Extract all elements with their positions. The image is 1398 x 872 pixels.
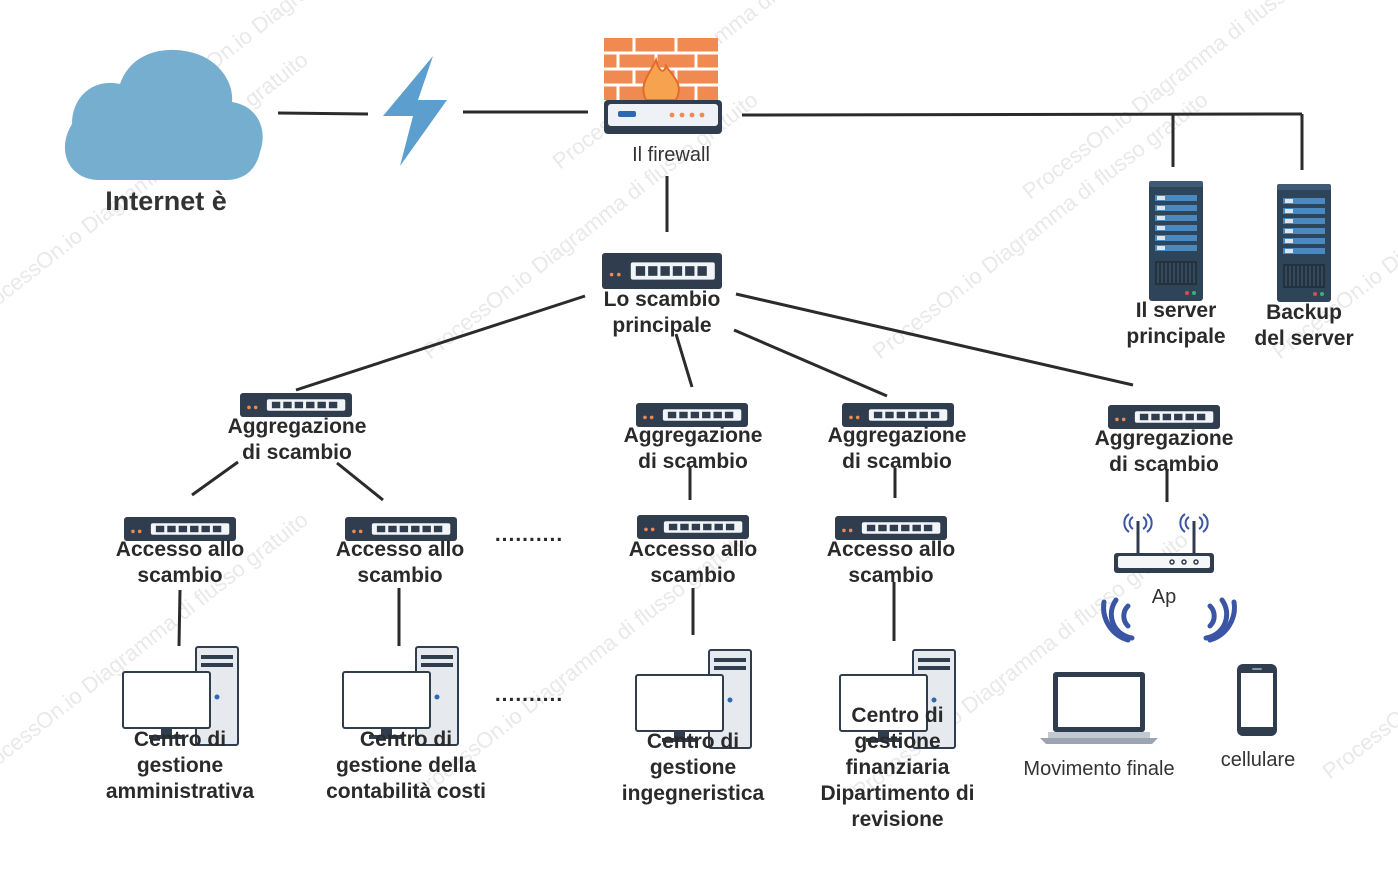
desktop-computer-icon-1	[122, 646, 239, 746]
link-core-agg1	[295, 294, 586, 392]
laptop-icon	[1040, 672, 1158, 744]
internet-label: Internet è	[105, 186, 227, 216]
aggregation-switch-icon-2	[636, 403, 748, 427]
desktop-computer-icon-3	[635, 649, 752, 749]
link-internet-lightning	[277, 111, 369, 116]
desktop-computer-icon-4	[839, 649, 956, 749]
link-core-agg3	[733, 328, 888, 398]
link-firewall-servers	[741, 112, 1303, 117]
aggregation-switch-icon-4	[1108, 405, 1220, 429]
desktop-computer-icon-2	[342, 646, 459, 746]
access-switch-icon-1	[124, 517, 236, 541]
phone-label: cellulare	[1220, 749, 1296, 771]
access-switch-icon-3	[637, 515, 749, 539]
firewall-icon	[604, 38, 722, 134]
ellipsis-more-centers: ..........	[494, 683, 564, 706]
backup-server-icon	[1277, 184, 1331, 302]
access-switch-icon-2	[345, 517, 457, 541]
ap-label: Ap	[1151, 586, 1177, 608]
link-core-agg4	[735, 292, 1134, 387]
access-point-icon	[1114, 513, 1214, 573]
connectors	[177, 110, 1304, 647]
wifi-signal-right-icon	[1203, 597, 1237, 643]
firewall-label: Il firewall	[632, 144, 710, 166]
wifi-signal-left-icon	[1101, 597, 1135, 643]
lightning-icon	[383, 56, 447, 166]
link-agg1-acc2	[336, 461, 384, 502]
laptop-label: Movimento finale	[1023, 758, 1175, 780]
link-core-agg2	[674, 333, 694, 388]
core-switch-icon	[602, 253, 722, 289]
access-switch-icon-4	[835, 516, 947, 540]
link-agg1-acc1	[191, 460, 239, 497]
ellipsis-more-access: ..........	[494, 523, 564, 546]
main-server-icon	[1149, 181, 1203, 301]
aggregation-switch-icon-1	[240, 393, 352, 417]
aggregation-switch-icon-3	[842, 403, 954, 427]
watermark-text: ProcessOn.io Diagramma di flusso gratuit…	[1318, 507, 1398, 784]
link-acc1-pc1	[177, 589, 182, 647]
mobile-phone-icon	[1237, 664, 1277, 736]
cloud-icon	[64, 49, 263, 180]
